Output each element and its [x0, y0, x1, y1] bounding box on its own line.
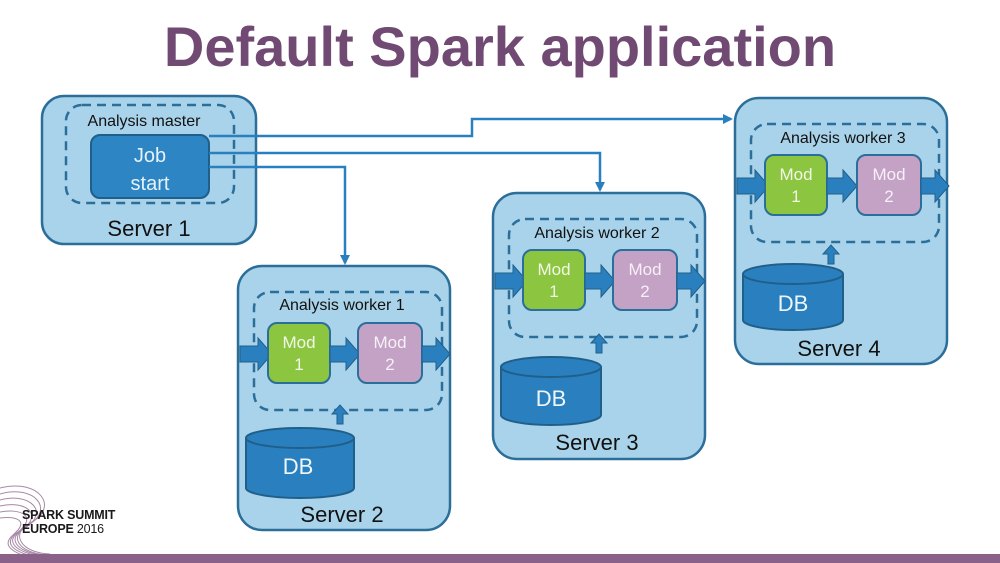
analysis-master-group	[64, 103, 236, 205]
database-icon	[245, 427, 355, 499]
input-arrow-icon	[239, 336, 273, 372]
mod-1-label: Mod	[779, 165, 812, 184]
server-1: Analysis master Job start Server 1	[40, 94, 258, 246]
db-feed-arrow-icon	[589, 333, 609, 354]
mod-1-box	[267, 322, 331, 384]
input-arrow-icon	[494, 263, 528, 299]
server-2: Analysis worker 1 Mod 1 Mod 2 DB Server …	[236, 264, 452, 532]
group-label: Analysis master	[88, 113, 202, 130]
input-arrow-icon	[736, 168, 770, 204]
mod-2-number: 2	[385, 355, 394, 374]
group-label: Analysis worker 2	[534, 225, 659, 242]
mod-1-number: 1	[294, 355, 303, 374]
server-label: Server 1	[107, 216, 190, 241]
arrow-to-server-4	[209, 114, 733, 138]
server-label: Server 2	[300, 502, 383, 527]
arrow-to-server-2	[209, 165, 350, 265]
db-label: DB	[536, 386, 567, 411]
db-label: DB	[778, 291, 809, 316]
db-label: DB	[283, 454, 314, 479]
mod-2-label: Mod	[628, 260, 661, 279]
mod-1-box	[522, 249, 586, 311]
db-feed-arrow-icon	[330, 404, 350, 425]
job-label-line1: Job	[134, 145, 166, 167]
database-icon	[742, 263, 844, 331]
server-4: Analysis worker 3 Mod 1 Mod 2 DB Server …	[733, 96, 950, 366]
flow-arrow-icon	[329, 336, 361, 372]
mod-2-label: Mod	[872, 165, 905, 184]
group-label: Analysis worker 1	[279, 297, 404, 314]
mod-2-box	[612, 249, 678, 311]
logo-line-2: EUROPE 2016	[22, 522, 115, 536]
spark-summit-logo: SPARK SUMMIT EUROPE 2016	[22, 508, 115, 536]
mod-2-number: 2	[884, 187, 893, 206]
output-arrow-icon	[676, 263, 706, 299]
logo-europe: EUROPE	[22, 522, 74, 536]
spark-summit-swirl-icon	[0, 485, 51, 556]
server-3: Analysis worker 2 Mod 1 Mod 2 DB Server …	[491, 191, 707, 461]
db-feed-arrow-icon	[821, 244, 841, 265]
flow-arrow-icon	[826, 168, 858, 204]
output-arrow-icon	[920, 168, 950, 204]
job-label-line2: start	[131, 173, 170, 195]
mod-1-number: 1	[549, 282, 558, 301]
mod-1-number: 1	[791, 187, 800, 206]
group-label: Analysis worker 3	[780, 130, 905, 147]
job-distribution-arrows	[209, 114, 733, 265]
mod-2-box	[856, 154, 922, 216]
arrow-to-server-3	[209, 151, 605, 192]
footer-bar	[0, 554, 1000, 563]
server-label: Server 4	[797, 336, 880, 361]
flow-arrow-icon	[584, 263, 616, 299]
mod-1-label: Mod	[282, 333, 315, 352]
database-icon	[500, 356, 602, 426]
mod-1-label: Mod	[537, 260, 570, 279]
mod-2-box	[357, 322, 423, 384]
mod-1-box	[764, 154, 828, 216]
mod-2-number: 2	[640, 282, 649, 301]
server-label: Server 3	[555, 430, 638, 455]
output-arrow-icon	[421, 336, 451, 372]
slide-title: Default Spark application	[163, 15, 837, 78]
mod-2-label: Mod	[373, 333, 406, 352]
logo-year: 2016	[76, 522, 104, 536]
logo-line-1: SPARK SUMMIT	[22, 508, 116, 522]
